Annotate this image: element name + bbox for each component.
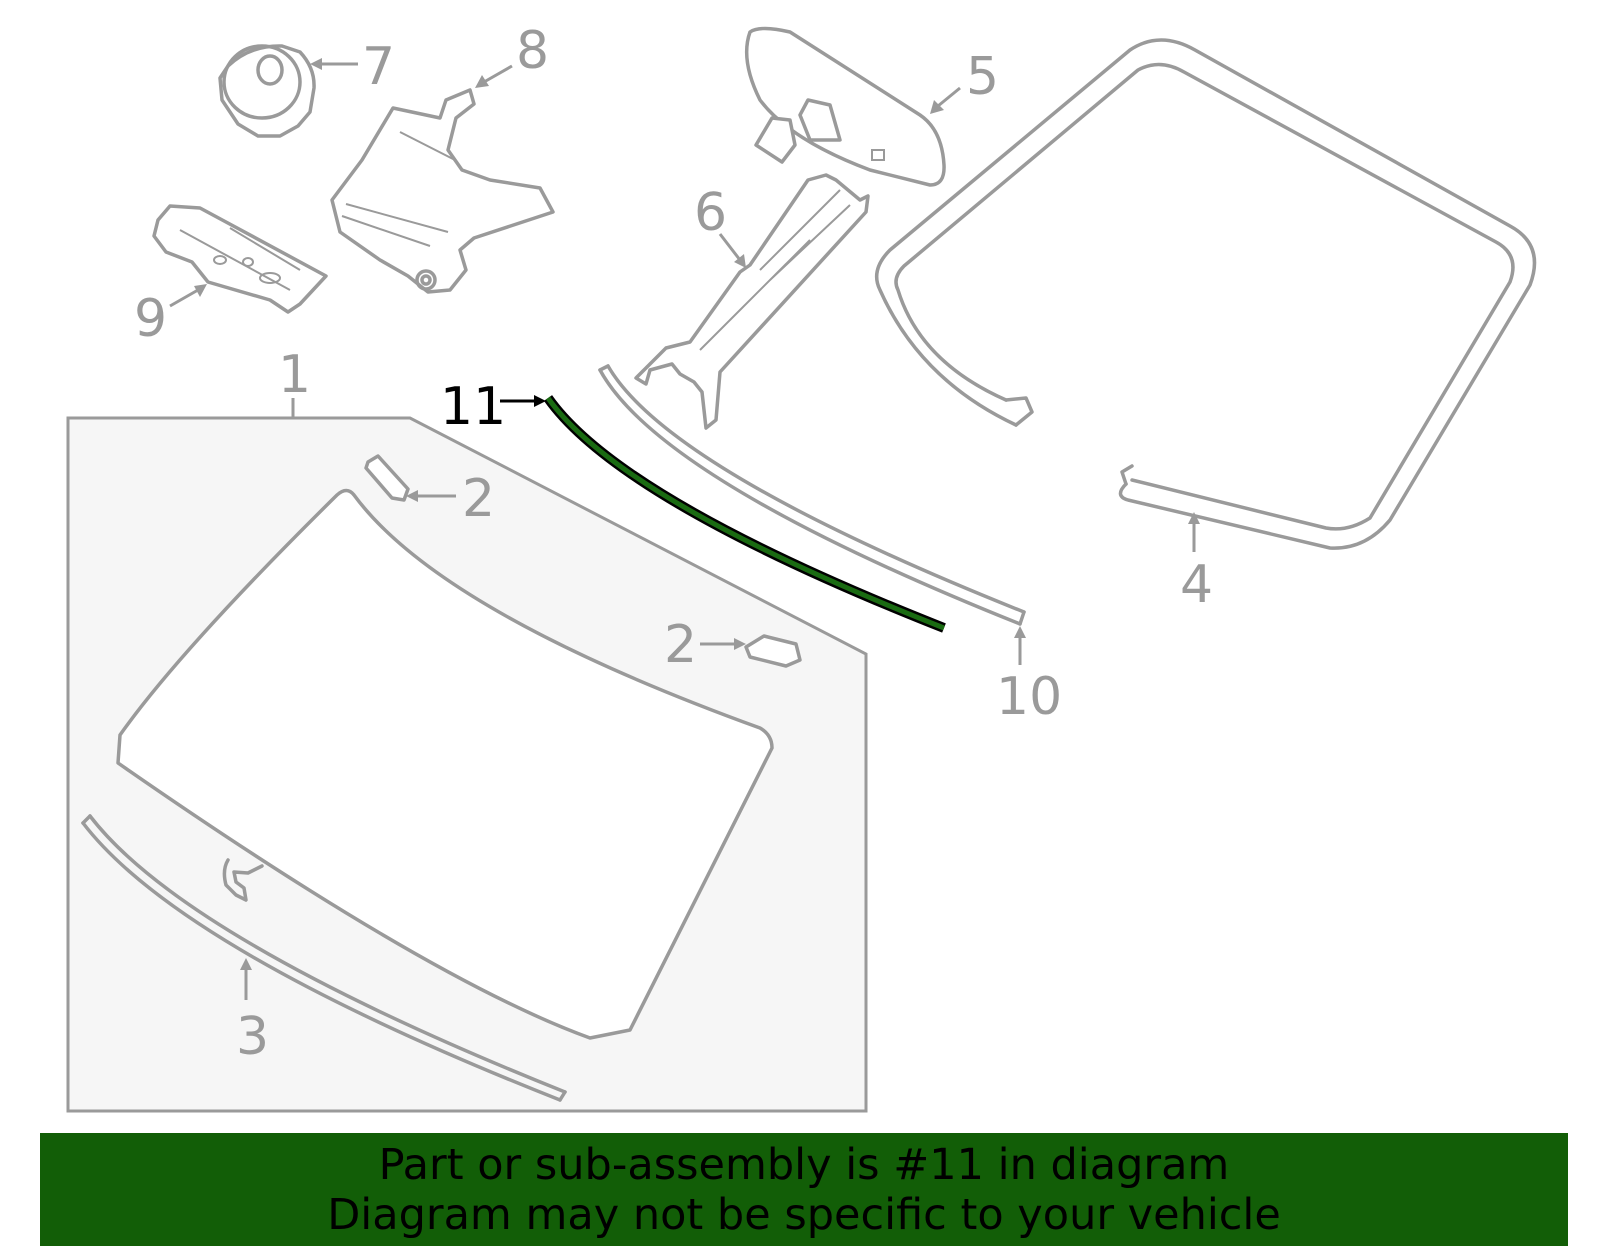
windshield-glass <box>116 488 774 1040</box>
callout-2-upper: 2 <box>462 469 495 529</box>
info-banner: Part or sub-assembly is #11 in diagram D… <box>40 1133 1568 1246</box>
banner-line-part-number: Part or sub-assembly is #11 in diagram <box>378 1139 1230 1190</box>
part-2-clip-upper <box>364 454 410 502</box>
part-2-clip-lower <box>744 634 802 668</box>
callout-8: 8 <box>516 21 549 81</box>
part-11-molding-highlighted <box>543 395 946 633</box>
callout-1: 1 <box>278 345 311 405</box>
callout-10: 10 <box>996 667 1062 727</box>
part-5-mirror <box>744 26 946 187</box>
part-4-weatherstrip <box>874 38 1537 550</box>
callout-6: 6 <box>694 183 727 243</box>
callout-4: 4 <box>1180 555 1213 615</box>
part-6-bracket <box>634 173 870 430</box>
part-7-sensor <box>218 44 316 138</box>
callout-11: 11 <box>440 377 506 437</box>
part-8-bracket <box>330 88 555 294</box>
callout-7: 7 <box>362 37 395 97</box>
callout-2-lower: 2 <box>664 615 697 675</box>
callout-9: 9 <box>134 289 167 349</box>
callout-labels: 1 2 2 3 4 5 6 7 8 9 10 11 <box>134 21 1213 1067</box>
banner-line-disclaimer: Diagram may not be specific to your vehi… <box>327 1189 1281 1240</box>
part-3-molding <box>81 814 567 1102</box>
callout-3: 3 <box>236 1007 269 1067</box>
callout-5: 5 <box>966 47 999 107</box>
part-9-bracket <box>152 204 328 314</box>
callout-arrows <box>169 58 1200 1000</box>
part-10-molding <box>598 364 1026 626</box>
